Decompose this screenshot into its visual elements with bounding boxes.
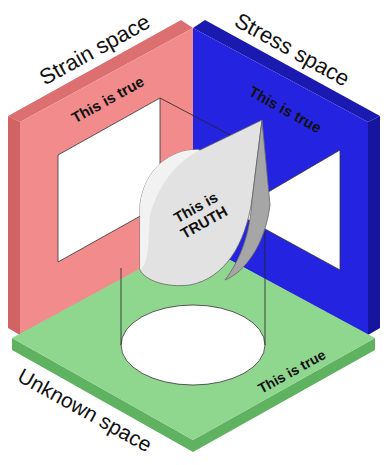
unknown-floor-part <box>121 305 265 385</box>
truth-object-part <box>225 120 270 280</box>
truth-object-part <box>121 268 122 345</box>
strain-wall-part <box>8 116 20 335</box>
truth-object-part <box>160 98 232 136</box>
truth-object: This is TRUTH <box>110 90 280 350</box>
truth-object-part <box>265 232 266 345</box>
stress-wall-part <box>368 116 380 335</box>
